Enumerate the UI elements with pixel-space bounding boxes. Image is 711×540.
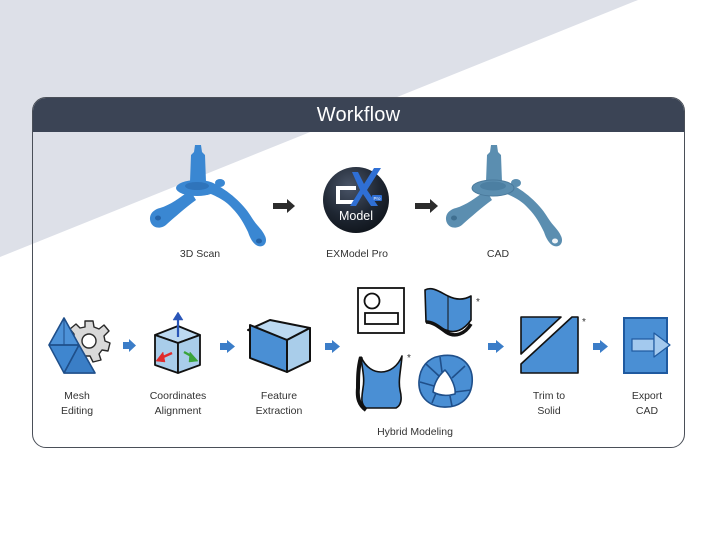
step-label-3d-scan: 3D Scan	[179, 248, 221, 260]
arrow-right-icon	[220, 340, 235, 353]
asterisk: *	[582, 317, 586, 328]
step-label-trim-to-solid: Trim to Solid	[533, 389, 565, 418]
label-line: Mesh	[64, 390, 90, 402]
step-label-cad: CAD	[486, 248, 510, 260]
arrow-right-icon	[123, 339, 136, 352]
step-label-feature-extraction: Feature Extraction	[256, 389, 303, 418]
torus-icon	[418, 354, 473, 408]
export-cad-icon	[623, 317, 671, 374]
asterisk: *	[476, 297, 480, 308]
axis-arrow-up-icon	[172, 311, 184, 337]
exmodel-pro-logo: Pro Model	[323, 167, 389, 233]
hybrid-modeling-icons: * *	[355, 287, 480, 412]
arrow-right-icon	[488, 340, 504, 353]
arrow-right-icon	[415, 199, 438, 213]
step-label-export-cad: Export CAD	[632, 389, 662, 418]
label-line: Editing	[60, 404, 94, 417]
mesh-gear-icon	[48, 317, 111, 374]
surface-shell-icon: *	[355, 353, 411, 412]
arrow-right-icon	[593, 340, 608, 353]
label-line: Trim to	[532, 390, 566, 402]
mesh-triangles-icon	[48, 317, 96, 374]
arrow-right-icon	[273, 199, 295, 213]
asterisk: *	[407, 353, 411, 364]
trim-solid-icon: *	[520, 316, 586, 374]
scanned-part-icon	[150, 145, 267, 247]
logo-text: Model	[339, 209, 373, 223]
workflow-card: Workflow	[32, 97, 685, 448]
feature-cube-icon	[247, 319, 311, 373]
label-line: Feature	[260, 390, 298, 402]
label-line: Coordinates	[149, 390, 207, 402]
label-line: Extraction	[255, 404, 303, 417]
arrow-right-icon	[325, 340, 340, 353]
step-label-coordinates-alignment: Coordinates Alignment	[150, 389, 207, 418]
logo-badge: Pro	[373, 196, 381, 201]
step-label-exmodel-pro: EXModel Pro	[326, 248, 388, 260]
axis-arrow-right-icon	[183, 350, 199, 363]
page-title: Workflow	[316, 103, 401, 126]
label-line: Solid	[537, 404, 561, 417]
coordinate-cube-icon	[154, 311, 201, 374]
label-line: Alignment	[154, 404, 202, 417]
label-line: Export	[631, 390, 663, 402]
step-label-mesh-editing: Mesh Editing	[61, 389, 93, 418]
surface-sheet-icon: *	[424, 287, 480, 337]
step-label-hybrid-modeling: Hybrid Modeling	[377, 426, 453, 438]
sketch-icon	[357, 287, 405, 334]
axis-arrow-left-icon	[155, 351, 173, 363]
card-header: Workflow	[33, 98, 684, 132]
label-line: CAD	[635, 404, 659, 417]
cad-part-icon	[446, 145, 563, 247]
